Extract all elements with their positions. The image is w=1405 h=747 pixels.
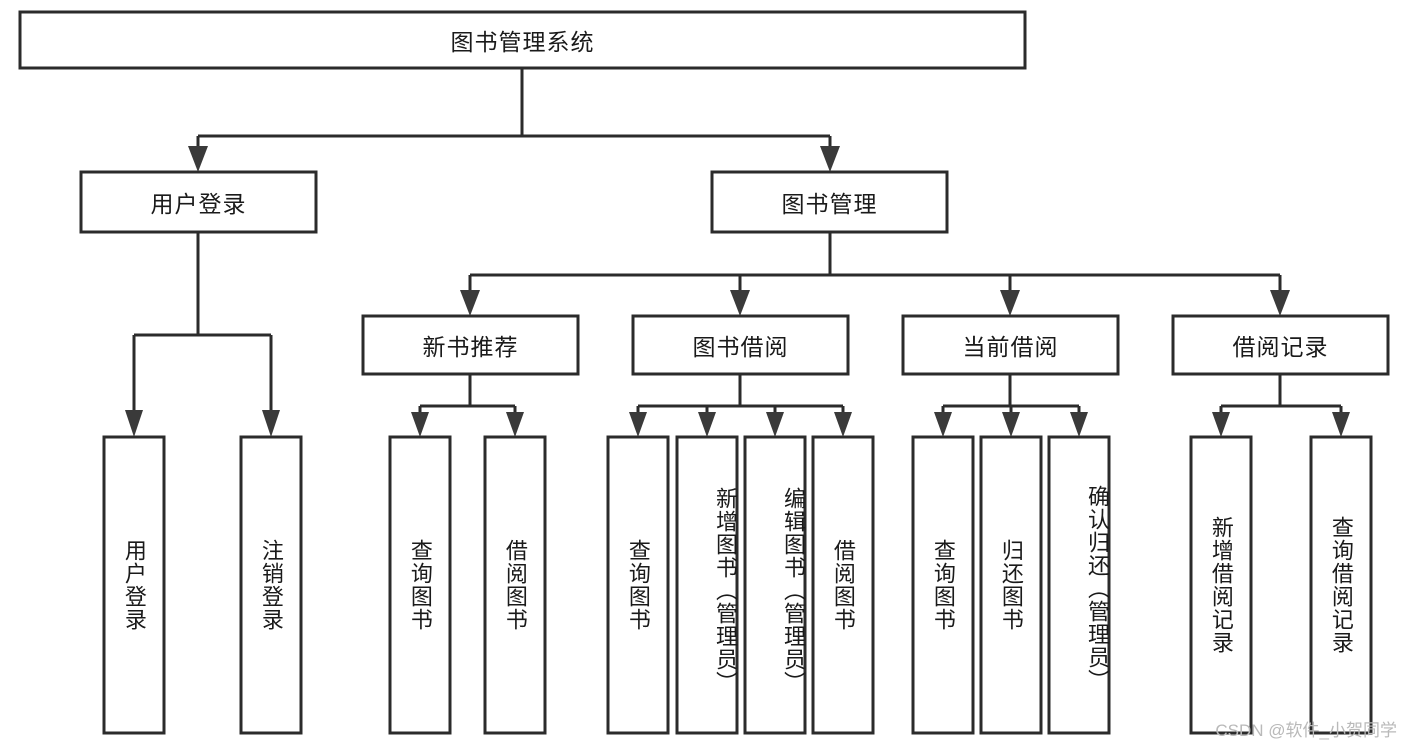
arrow-leaf-confirm-return <box>1070 412 1088 437</box>
arrow-leaf-borrow-book-1 <box>506 412 524 437</box>
node-box-leaf-add-book[interactable] <box>675 435 739 735</box>
node-box-new-book-recommend[interactable] <box>361 314 580 376</box>
arrow-leaf-borrow-book-2 <box>834 412 852 437</box>
node-box-book-manage[interactable] <box>710 170 949 234</box>
node-box-leaf-query-book-1[interactable] <box>388 435 452 735</box>
arrow-leaf-add-record <box>1212 412 1230 437</box>
node-box-leaf-edit-book[interactable] <box>743 435 807 735</box>
connector-group-book-borrow-to-leaves <box>629 374 852 437</box>
arrow-leaf-add-book <box>698 412 716 437</box>
connector-group-user-login-to-leaves <box>125 232 280 437</box>
node-box-leaf-logout[interactable] <box>239 435 303 735</box>
node-box-leaf-confirm-return[interactable] <box>1047 435 1111 735</box>
node-box-borrow-record[interactable] <box>1171 314 1390 376</box>
arrow-leaf-query-record <box>1332 412 1350 437</box>
arrow-leaf-query-book-2 <box>629 412 647 437</box>
arrow-leaf-logout <box>262 410 280 437</box>
arrow-to-book-manage <box>820 146 840 172</box>
connector-group-book-manage-to-level3 <box>460 232 1290 316</box>
node-box-current-borrow[interactable] <box>901 314 1120 376</box>
node-box-leaf-query-book-2[interactable] <box>606 435 670 735</box>
arrow-to-user-login <box>188 146 208 172</box>
arrow-leaf-edit-book <box>766 412 784 437</box>
node-box-leaf-query-record[interactable] <box>1309 435 1373 735</box>
node-box-leaf-add-record[interactable] <box>1189 435 1253 735</box>
arrow-leaf-query-book-3 <box>934 412 952 437</box>
connector-group-current-borrow-to-leaves <box>934 374 1088 437</box>
connector-group-root-to-level2 <box>188 68 840 172</box>
node-box-leaf-user-login[interactable] <box>102 435 166 735</box>
connector-group-new-book-to-leaves <box>411 374 524 437</box>
node-box-root[interactable] <box>18 10 1027 70</box>
node-box-leaf-borrow-book-1[interactable] <box>483 435 547 735</box>
node-box-book-borrow[interactable] <box>631 314 850 376</box>
node-box-user-login[interactable] <box>79 170 318 234</box>
node-box-leaf-query-book-3[interactable] <box>911 435 975 735</box>
arrow-to-new-book-recommend <box>460 290 480 316</box>
arrow-to-book-borrow <box>730 290 750 316</box>
node-box-leaf-borrow-book-2[interactable] <box>811 435 875 735</box>
node-box-leaf-return-book[interactable] <box>979 435 1043 735</box>
arrow-to-current-borrow <box>1000 290 1020 316</box>
arrow-leaf-user-login <box>125 410 143 437</box>
arrow-leaf-return-book <box>1002 412 1020 437</box>
arrow-leaf-query-book-1 <box>411 412 429 437</box>
connector-group-borrow-record-to-leaves <box>1212 374 1350 437</box>
arrow-to-borrow-record <box>1270 290 1290 316</box>
